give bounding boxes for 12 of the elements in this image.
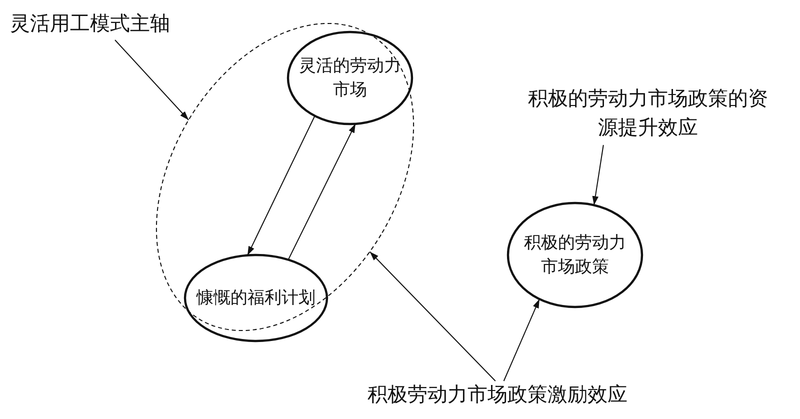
arrow [503,298,540,382]
ellipse-node: 灵活的劳动力市场 [286,30,414,126]
arrow [247,115,316,256]
axis-label: 灵活用工模式主轴 [6,10,174,40]
arrow [288,123,356,260]
ellipse-node: 积极的劳动力市场政策 [506,201,644,309]
arrow [114,40,190,120]
effect-label: 积极的劳动力市场政策的资源提升效应 [523,85,773,145]
ellipse-node: 慷慨的福利计划 [183,253,329,343]
arrow [592,144,604,206]
arrow [369,251,496,382]
effect-label: 积极劳动力市场政策激励效应 [270,381,725,411]
